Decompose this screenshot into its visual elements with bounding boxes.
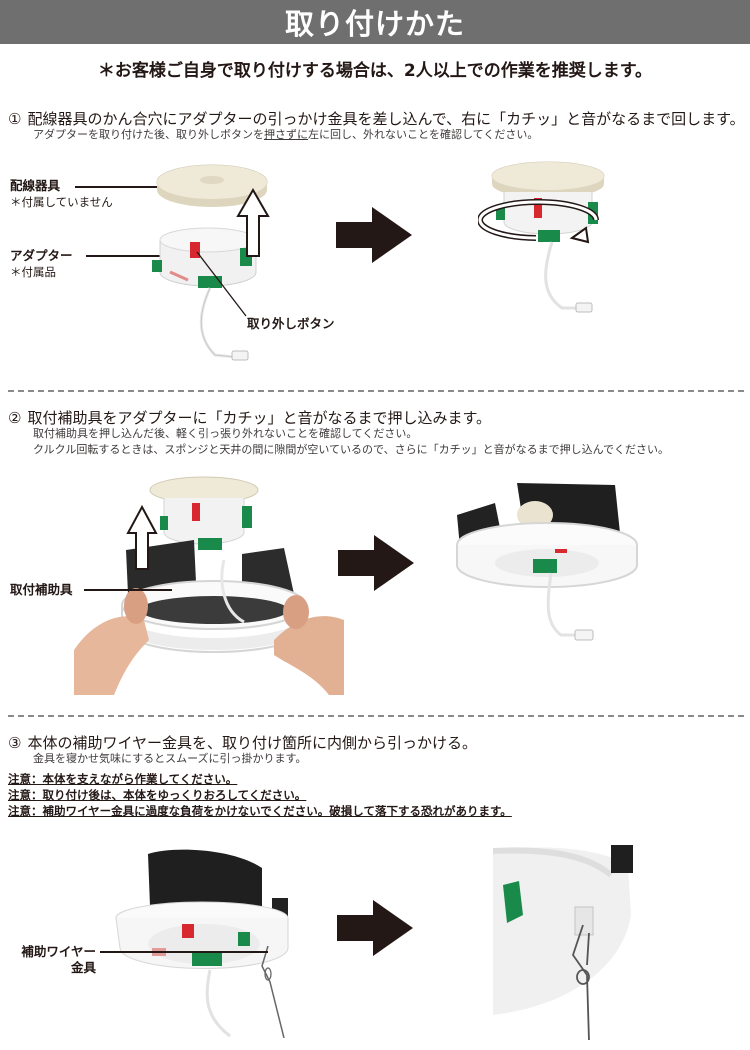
wire-fitting-photo-closeup [493,845,633,1040]
wire-fitting-photo-overview [115,849,289,1038]
arrow-right-icon [337,900,413,956]
caution-1: 注意：本体を支えながら作業してください。 [8,772,238,786]
label-mounting-aid: 取付補助具 [10,582,73,597]
mounting-aid-photo-before [74,476,344,695]
step-3-subtext: 金具を寝かせ気味にするとスムーズに引っ掛かります。 [33,752,307,765]
step-number: ① [8,110,22,128]
leader-line [75,186,175,188]
step-number: ② [8,409,22,427]
label-adapter: アダプター ＊付属品 [10,248,73,279]
leader-line [86,255,176,257]
step-number: ③ [8,734,22,752]
mounting-aid-photo-after [456,483,638,641]
section-divider [8,390,744,392]
arrow-right-icon [338,535,414,591]
adapter-photo-rotated [478,161,605,313]
step-2-subtext-2: クルクル回転するときは、スポンジと天井の間に隙間が空いているので、さらに「カチッ… [33,443,670,456]
arrow-right-icon [336,207,412,263]
caution-3: 注意：補助ワイヤー金具に過度な負荷をかけないでください。破損して落下する恐れがあ… [8,804,512,818]
adapter-photo-before [152,164,268,361]
recommendation-notice: ＊お客様ご自身で取り付けする場合は、2人以上での作業を推奨します。 [97,61,653,81]
label-adapter-note: ＊付属品 [10,265,56,279]
emphasis-no-press: 押さずに [264,128,308,141]
step-1-subtext: アダプターを取り付けた後、取り外しボタンを押さずに左に回し、外れないことを確認し… [33,128,539,141]
title-bar: 取り付けかた [0,0,750,44]
leader-line [84,589,172,591]
arrow-up-outline-icon [126,505,158,570]
label-wiring-device-note: ＊付属していません [10,195,113,209]
section-divider [8,715,744,717]
caution-2: 注意：取り付け後は、本体をゆっくりおろしてください。 [8,788,307,802]
label-aux-wire-fitting: 補助ワイヤー 金具 [21,944,96,975]
arrow-up-outline-icon [236,188,270,257]
leader-line [100,951,268,953]
label-wiring-device: 配線器具 ＊付属していません [10,178,113,209]
step-2-subtext-1: 取付補助具を押し込んだ後、軽く引っ張り外れないことを確認してください。 [33,427,418,440]
page-title: 取り付けかた [284,7,465,41]
label-release-button: 取り外しボタン [247,316,335,331]
